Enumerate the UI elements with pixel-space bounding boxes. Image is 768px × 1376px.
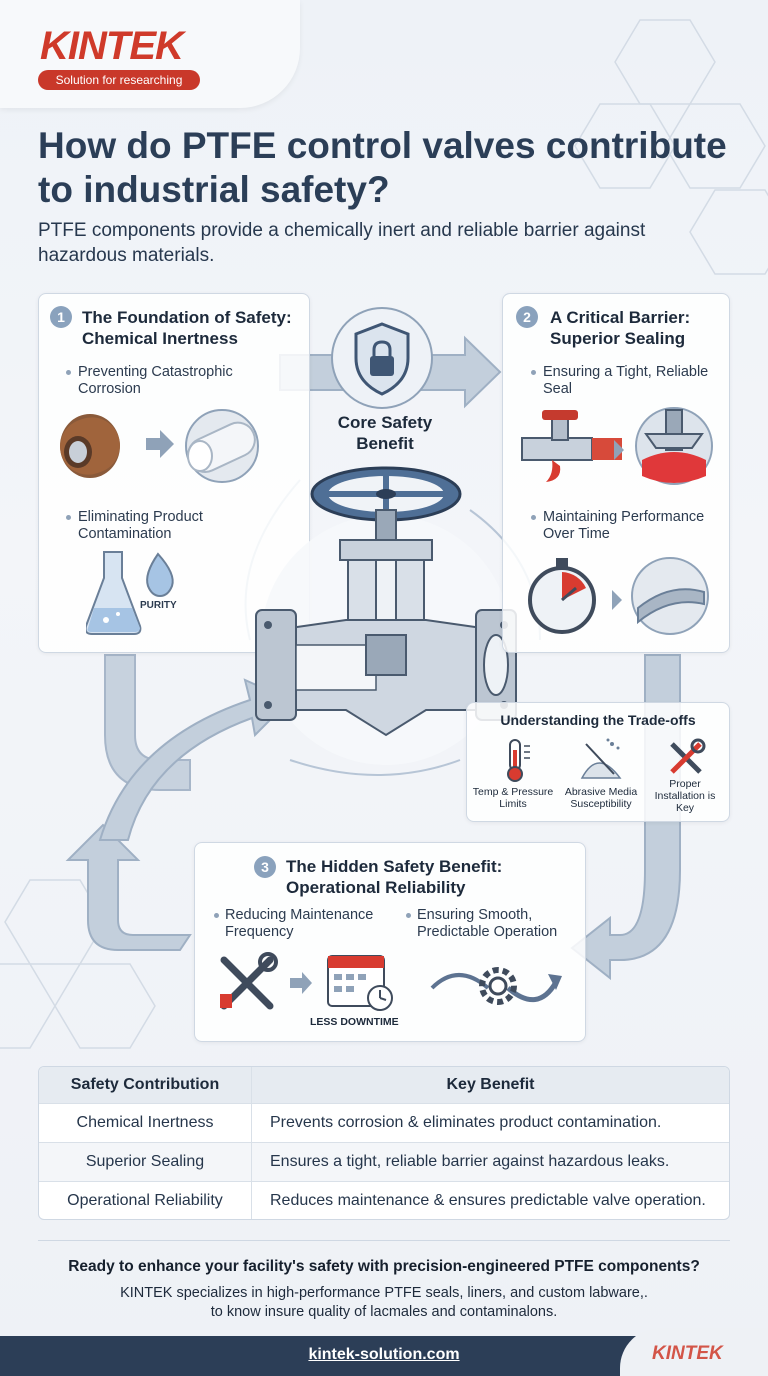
flask-drop-icon xyxy=(86,551,174,635)
card1-bullet-contamination: Eliminating Product Contamination xyxy=(78,509,203,542)
table-cell: Reduces maintenance & ensures predictabl… xyxy=(270,1192,706,1209)
less-downtime-label: LESS DOWNTIME xyxy=(310,1016,399,1028)
card3-title: The Hidden Safety Benefit: Operational R… xyxy=(286,857,503,897)
leaking-faucet-to-sealed-icon xyxy=(521,407,713,485)
stopwatch-to-seal-icon xyxy=(528,557,709,635)
tools-icon xyxy=(670,738,706,774)
card1-bullet-corrosion: Preventing Catastrophic Corrosion xyxy=(78,364,233,397)
table-cell: Ensures a tight, reliable barrier agains… xyxy=(270,1153,670,1170)
table-cell: Operational Reliability xyxy=(39,1182,252,1219)
card3-bullet-operation: Ensuring Smooth, Predictable Operation xyxy=(417,907,558,940)
card1-number-badge: 1 xyxy=(50,306,72,328)
footer-logo-panel xyxy=(620,1328,768,1376)
page-title: How do PTFE control valves contribute to… xyxy=(38,125,727,210)
card2-bullet-performance: Maintaining Performance Over Time xyxy=(543,509,705,542)
table-header-contribution: Safety Contribution xyxy=(39,1067,252,1103)
table-cell: Superior Sealing xyxy=(39,1143,252,1181)
ptfe-control-valve-illustration xyxy=(255,466,517,765)
card3-bullet-maintenance: Reducing Maintenance Frequency xyxy=(225,907,374,940)
shield-lock-icon xyxy=(331,307,433,409)
card2-title: A Critical Barrier: Superior Sealing xyxy=(550,308,691,348)
page-subtitle: PTFE components provide a chemically ine… xyxy=(38,220,646,266)
gear-flow-icon xyxy=(430,967,562,1005)
table-header: Safety Contribution Key Benefit xyxy=(39,1067,729,1103)
bullet-dot xyxy=(66,370,71,375)
purity-label: PURITY xyxy=(140,600,177,611)
table-row: Operational Reliability Reduces maintena… xyxy=(39,1181,729,1219)
bullet-dot xyxy=(66,515,71,520)
card1-title: The Foundation of Safety: Chemical Inert… xyxy=(82,308,292,348)
bullet-dot xyxy=(406,913,411,918)
thermometer-icon xyxy=(507,739,530,782)
summary-table: Safety Contribution Key Benefit Chemical… xyxy=(38,1066,730,1220)
footer-website-link[interactable]: kintek-solution.com xyxy=(308,1346,460,1363)
table-cell: Prevents corrosion & eliminates product … xyxy=(270,1114,662,1131)
tradeoff-abrasive-label: Abrasive Media Susceptibility xyxy=(564,786,638,810)
header-logo-panel xyxy=(0,0,300,108)
table-cell: Chemical Inertness xyxy=(39,1104,252,1142)
cta-line-2: to know insure quality of lacmales and c… xyxy=(210,1304,558,1320)
table-row: Superior Sealing Ensures a tight, reliab… xyxy=(39,1142,729,1181)
tradeoff-installation-label: Proper Installation is Key xyxy=(654,778,716,814)
brand-tagline: Solution for researching xyxy=(38,70,200,90)
wrench-calendar-icon xyxy=(220,952,393,1011)
tradeoffs-title: Understanding the Trade-offs xyxy=(500,712,696,728)
brand-logo[interactable]: KINTEK xyxy=(40,24,184,68)
footer-logo[interactable]: KINTEK xyxy=(652,1343,723,1364)
corrosion-to-clean-pipe-icon xyxy=(60,409,259,483)
bullet-dot xyxy=(214,913,219,918)
bullet-dot xyxy=(531,515,536,520)
abrasive-pile-icon xyxy=(580,738,622,779)
bullet-dot xyxy=(531,370,536,375)
card3-number-badge: 3 xyxy=(254,856,276,878)
divider xyxy=(38,1240,730,1241)
cta-line-1: KINTEK specializes in high-performance P… xyxy=(120,1285,648,1301)
card2-bullet-seal: Ensuring a Tight, Reliable Seal xyxy=(543,364,709,397)
cta-title: Ready to enhance your facility's safety … xyxy=(68,1258,700,1275)
tradeoff-temp-label: Temp & Pressure Limits xyxy=(472,786,554,810)
table-header-benefit: Key Benefit xyxy=(446,1076,535,1093)
core-safety-label: Core Safety Benefit xyxy=(337,413,433,453)
table-row: Chemical Inertness Prevents corrosion & … xyxy=(39,1103,729,1142)
card2-number-badge: 2 xyxy=(516,306,538,328)
